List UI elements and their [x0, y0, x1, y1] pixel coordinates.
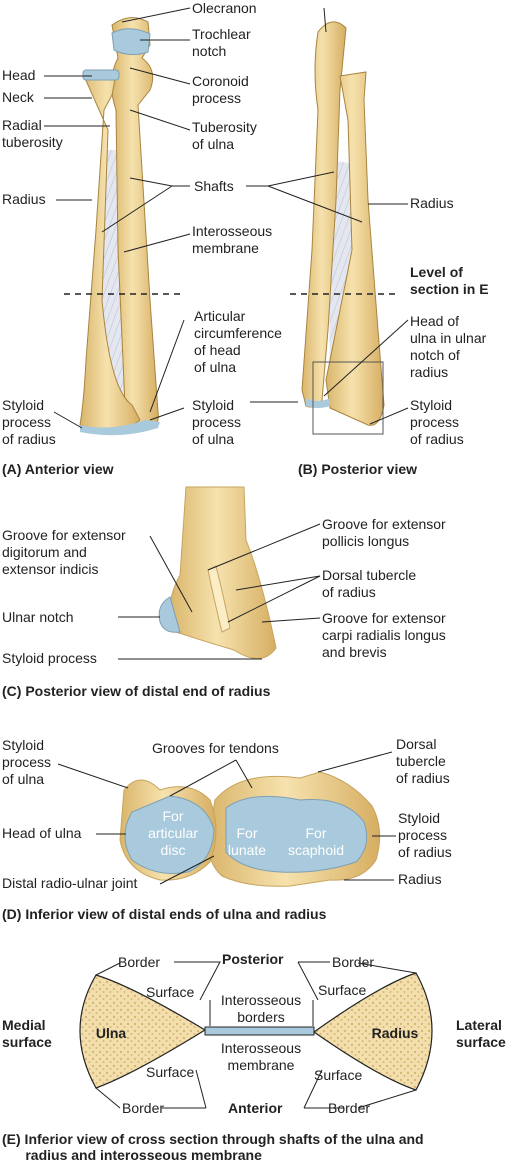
- label-for-lunate: For lunate: [227, 825, 267, 858]
- caption-panel-e: (E) Inferior view of cross section throu…: [2, 1131, 424, 1163]
- interosseous-membrane-e: [204, 1026, 315, 1036]
- label-styloid-process-radius-a: Styloid process of radius: [2, 397, 56, 447]
- label-ulna-e: Ulna: [95, 1025, 127, 1041]
- caption-panel-d: (D) Inferior view of distal ends of ulna…: [2, 906, 327, 922]
- label-medial-surface: Medial surface: [2, 1017, 52, 1050]
- ulna-cross-section: [79, 974, 207, 1089]
- radius-posterior: [325, 71, 385, 426]
- ulnar-notch-cartilage: [158, 596, 181, 633]
- distal-ends-inferior-drawing: [119, 771, 381, 887]
- label-radius-a: Radius: [2, 191, 46, 207]
- label-lateral-surface: Lateral surface: [456, 1017, 506, 1050]
- label-radius-b: Radius: [410, 195, 454, 211]
- radius-distal-shaft: [168, 486, 277, 659]
- dorsal-tubercle: [207, 565, 231, 633]
- label-styloid-process-radius-b: Styloid process of radius: [410, 397, 464, 447]
- label-grooves-for-tendons: Grooves for tendons: [152, 740, 279, 756]
- label-level-of-section: Level of section in E: [410, 264, 489, 297]
- label-surface-top-left: Surface: [146, 984, 195, 1000]
- label-border-top-left: Border: [118, 954, 161, 970]
- label-groove-digitorum: Groove for extensor digitorum and extens…: [2, 527, 126, 577]
- label-styloid-process-ulna-d: Styloid process of ulna: [2, 737, 52, 787]
- label-styloid-process-radius-d: Styloid process of radius: [398, 810, 452, 860]
- label-head-of-ulna-d: Head of ulna: [2, 825, 82, 841]
- label-for-articular-disc: For articular disc: [148, 808, 198, 858]
- ulna-anterior: [111, 17, 159, 429]
- radial-head-cartilage: [82, 69, 120, 81]
- label-interosseous-membrane-e: Interosseous membrane: [220, 1040, 302, 1073]
- caption-panel-a: (A) Anterior view: [2, 461, 114, 477]
- ulna-articular-surface: [124, 795, 215, 874]
- label-interosseous-membrane-a: Interosseous membrane: [192, 223, 273, 256]
- label-posterior: Posterior: [222, 951, 284, 967]
- label-border-bottom-right: Border: [328, 1100, 371, 1116]
- label-tuberosity-of-ulna: Tuberosity of ulna: [192, 119, 257, 152]
- leader-lines: [44, 7, 417, 1109]
- label-border-bottom-left: Border: [122, 1100, 165, 1116]
- label-dorsal-tubercle-c: Dorsal tubercle of radius: [322, 567, 417, 600]
- label-border-top-right: Border: [332, 954, 375, 970]
- label-surface-bottom-right: Surface: [314, 1067, 363, 1083]
- label-radius-e: Radius: [371, 1025, 419, 1041]
- label-groove-carpi: Groove for extensor carpi radialis longu…: [322, 610, 446, 660]
- label-radial-tuberosity: Radial tuberosity: [2, 117, 63, 150]
- posterior-view-drawing: [301, 21, 385, 426]
- distal-cartilage-a: [80, 420, 160, 436]
- label-articular-circumference: Articular circumference of head of ulna: [194, 308, 282, 375]
- label-dorsal-tubercle-d: Dorsal tubercle of radius: [396, 736, 450, 786]
- label-distal-radio-ulnar-joint: Distal radio-ulnar joint: [2, 875, 138, 891]
- trochlear-notch-cartilage: [111, 28, 151, 56]
- caption-panel-b: (B) Posterior view: [298, 461, 418, 477]
- label-olecranon: Olecranon: [192, 0, 257, 16]
- radius-articular-surface: [225, 795, 368, 873]
- cross-section-drawing: [79, 972, 433, 1091]
- label-head-of-ulna-b: Head of ulna in ulnar notch of radius: [410, 313, 487, 380]
- label-surface-top-right: Surface: [318, 982, 367, 998]
- label-styloid-process-c: Styloid process: [2, 650, 97, 666]
- distal-radius-drawing: [158, 486, 277, 659]
- caption-panel-c: (C) Posterior view of distal end of radi…: [2, 683, 271, 699]
- label-head: Head: [2, 67, 36, 83]
- label-radius-d: Radius: [398, 871, 442, 887]
- radius-cross-section: [312, 972, 433, 1091]
- label-coronoid-process: Coronoid process: [192, 73, 249, 106]
- label-styloid-process-ulna: Styloid process of ulna: [192, 397, 242, 447]
- label-neck: Neck: [2, 89, 34, 105]
- label-groove-pollicis: Groove for extensor pollicis longus: [322, 516, 446, 549]
- label-ulnar-notch: Ulnar notch: [2, 609, 74, 625]
- label-for-scaphoid: For scaphoid: [287, 825, 345, 858]
- label-anterior: Anterior: [228, 1100, 283, 1116]
- label-trochlear-notch: Trochlear notch: [192, 26, 251, 59]
- ulnar-head-cartilage-b: [306, 398, 330, 408]
- label-interosseous-borders: Interosseous borders: [220, 992, 302, 1025]
- detail-box-b: [312, 361, 384, 435]
- label-surface-bottom-left: Surface: [146, 1064, 195, 1080]
- anterior-view-drawing: [79, 17, 160, 436]
- label-shafts: Shafts: [194, 178, 234, 194]
